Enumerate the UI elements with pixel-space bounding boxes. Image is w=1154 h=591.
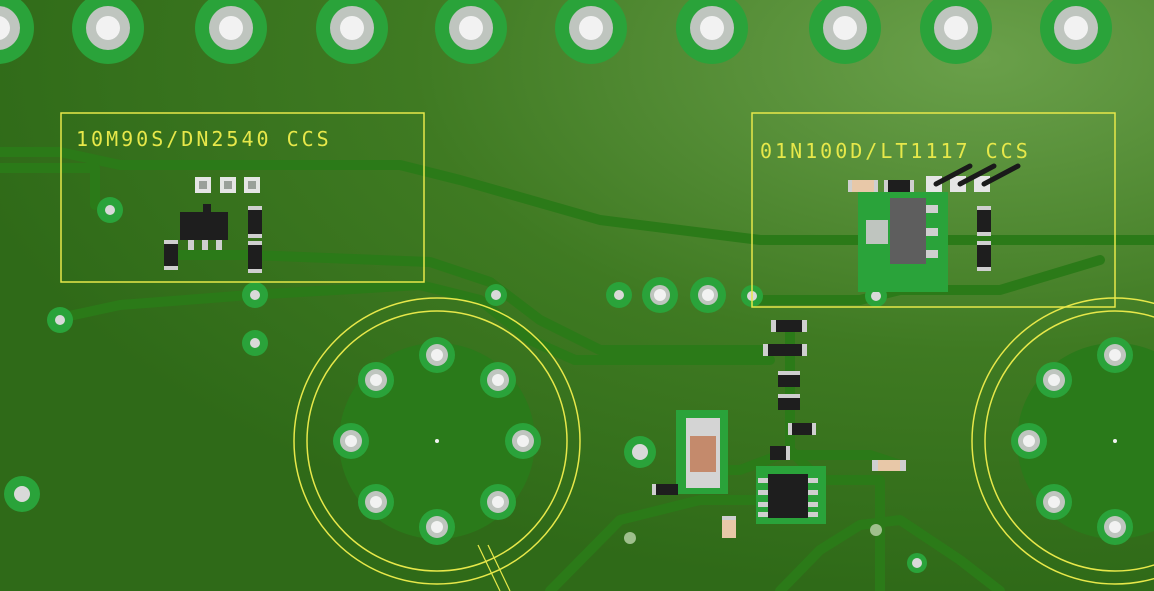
via	[242, 330, 268, 356]
smd-resistor	[770, 446, 790, 460]
connector-pin	[358, 484, 394, 520]
smd-resistor-small	[722, 516, 736, 538]
smd-resistor	[771, 320, 807, 332]
resistor-right-1	[848, 180, 878, 192]
sot-transistor-left	[180, 177, 260, 250]
header-pad	[72, 0, 144, 64]
connector-pin	[333, 423, 369, 459]
header-pad	[435, 0, 507, 64]
smd-middle-column	[763, 320, 816, 460]
circular-connector-right	[971, 297, 1154, 585]
inline-pads-middle	[642, 277, 726, 313]
via	[907, 553, 927, 573]
via	[4, 476, 40, 512]
smd-resistor	[778, 394, 800, 410]
header-pad	[195, 0, 267, 64]
connector-pin	[480, 362, 516, 398]
trace-left-h	[0, 163, 100, 210]
header-pad	[920, 0, 992, 64]
smd-resistor	[778, 371, 800, 387]
connector-pin	[505, 423, 541, 459]
via	[242, 282, 268, 308]
silkscreen-box-left	[60, 112, 425, 283]
trace-mid-2	[55, 280, 775, 365]
connector-pin	[1011, 423, 1047, 459]
trace-bottom-2	[775, 515, 1005, 591]
via	[624, 532, 636, 544]
resistor-left-2	[248, 241, 262, 273]
header-pad	[676, 0, 748, 64]
connector-pin	[1097, 509, 1133, 545]
smd-resistor	[763, 344, 807, 356]
smd-inductor	[676, 410, 728, 494]
inline-pad	[690, 277, 726, 313]
header-pins-right	[926, 163, 1021, 192]
smd-resistor-small	[872, 460, 906, 471]
soic8-ic	[756, 466, 826, 524]
resistor-right-2	[884, 180, 914, 192]
trace-top-bus	[0, 147, 1154, 245]
resistor-left-3	[164, 240, 178, 270]
header-pad	[0, 0, 34, 64]
vias	[4, 197, 927, 573]
connector-pin	[480, 484, 516, 520]
via	[485, 284, 507, 306]
connector-pin	[1097, 337, 1133, 373]
connector-pin	[358, 362, 394, 398]
header-pads-top	[0, 0, 1112, 64]
connector-pin	[1036, 484, 1072, 520]
header-pad	[809, 0, 881, 64]
trace-bottom-1	[545, 495, 765, 591]
smd-resistor	[788, 423, 816, 435]
via	[606, 282, 632, 308]
connector-pin	[1036, 362, 1072, 398]
connector-pin	[419, 337, 455, 373]
header-pad	[1040, 0, 1112, 64]
connector-pin	[419, 509, 455, 545]
header-pad	[555, 0, 627, 64]
circular-connector-left	[293, 297, 581, 591]
resistor-left-1	[248, 206, 262, 238]
resistor-right-4	[977, 241, 991, 271]
inline-pad	[642, 277, 678, 313]
header-pad	[316, 0, 388, 64]
label-left-block: 10M90S/DN2540 CCS	[76, 127, 332, 151]
via	[624, 436, 656, 468]
label-right-block: 01N100D/LT1117 CCS	[760, 139, 1031, 163]
via	[47, 307, 73, 333]
smd-resistor-left-of-ic	[652, 484, 678, 495]
resistor-right-3	[977, 206, 991, 236]
via	[870, 524, 882, 536]
regulator-pad-area	[858, 192, 948, 292]
silkscreen-box-right	[751, 112, 1116, 308]
via	[97, 197, 123, 223]
